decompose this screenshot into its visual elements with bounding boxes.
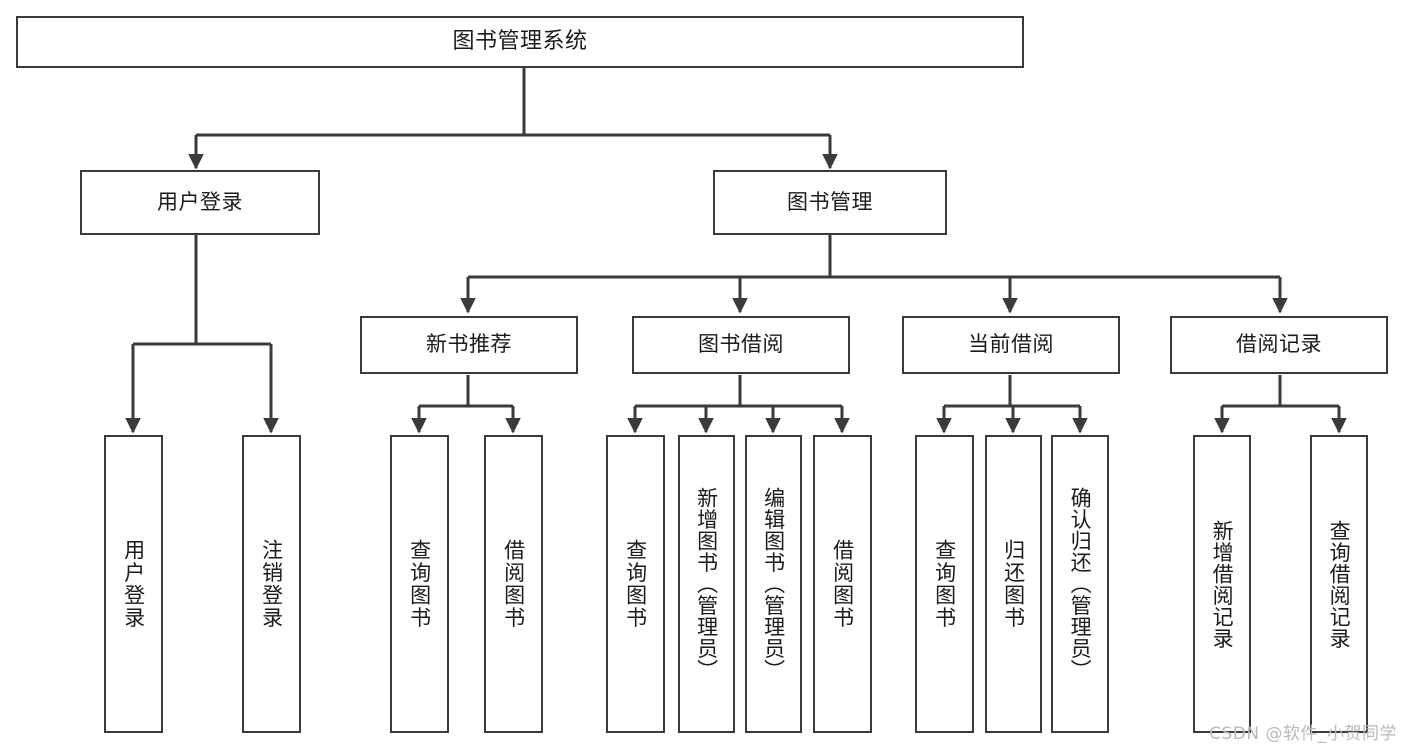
node-label: 查询图书 [623,539,648,629]
node-root-system[interactable]: 图书管理系统 [16,16,1024,68]
node-label: 图书管理 [787,189,873,214]
leaf-user-login-login[interactable]: 用户登录 [104,435,163,733]
node-label: 借阅图书 [830,539,855,629]
node-label: 注销登录 [259,539,284,629]
node-label: 图书管理系统 [452,28,588,54]
node-user-login[interactable]: 用户登录 [80,170,320,235]
node-label: 新书推荐 [426,332,512,357]
leaf-book-borrow-borrow[interactable]: 借阅图书 [813,435,872,733]
leaf-borrow-record-query[interactable]: 查询借阅记录 [1310,435,1368,733]
node-label: 借阅记录 [1236,332,1322,357]
leaf-current-borrow-query[interactable]: 查询图书 [915,435,974,733]
node-label: 编辑图书（管理员） [761,487,786,681]
leaf-current-borrow-confirm[interactable]: 确认归还（管理员） [1051,435,1109,733]
leaf-book-borrow-add[interactable]: 新增图书（管理员） [678,435,735,733]
leaf-new-book-query[interactable]: 查询图书 [390,435,449,733]
node-label: 用户登录 [121,539,146,629]
node-borrow-record[interactable]: 借阅记录 [1170,316,1388,374]
node-current-borrow[interactable]: 当前借阅 [902,316,1120,374]
node-label: 查询图书 [932,539,957,629]
leaf-user-login-logout[interactable]: 注销登录 [242,435,301,733]
node-label: 归还图书 [1001,539,1026,629]
leaf-book-borrow-query[interactable]: 查询图书 [606,435,665,733]
node-label: 用户登录 [157,189,243,214]
node-book-borrow[interactable]: 图书借阅 [632,316,850,374]
csdn-watermark: CSDN @软件_小贺同学 [1209,724,1397,744]
node-label: 借阅图书 [501,539,526,629]
node-label: 图书借阅 [698,332,784,357]
leaf-new-book-borrow[interactable]: 借阅图书 [484,435,543,733]
leaf-current-borrow-return[interactable]: 归还图书 [985,435,1042,733]
node-label: 查询借阅记录 [1327,519,1352,649]
node-label: 确认归还（管理员） [1068,487,1093,681]
node-new-book-recommend[interactable]: 新书推荐 [360,316,578,374]
leaf-borrow-record-add[interactable]: 新增借阅记录 [1193,435,1251,733]
leaf-book-borrow-edit[interactable]: 编辑图书（管理员） [745,435,802,733]
node-label: 当前借阅 [968,332,1054,357]
node-book-manage[interactable]: 图书管理 [713,170,947,235]
node-label: 查询图书 [407,539,432,629]
node-label: 新增图书（管理员） [694,487,719,681]
node-label: 新增借阅记录 [1210,519,1235,649]
